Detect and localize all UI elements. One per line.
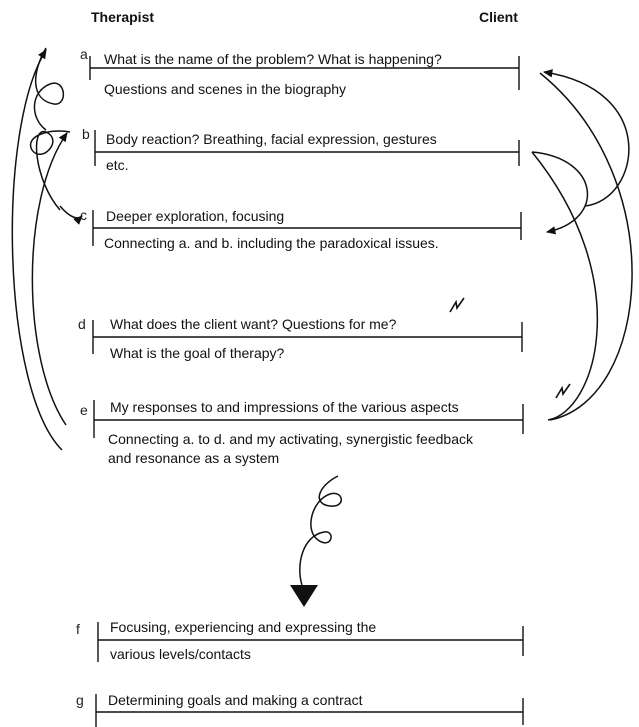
step-c-bottom: Connecting a. and b. including the parad… <box>104 235 439 251</box>
step-b-letter: b <box>82 126 90 142</box>
step-d-top: What does the client want? Questions for… <box>110 316 397 332</box>
step-d-bottom: What is the goal of therapy? <box>110 345 285 361</box>
left-loop-top <box>33 47 64 131</box>
step-b-top: Body reaction? Breathing, facial express… <box>106 131 437 147</box>
connector-a <box>89 56 520 90</box>
left-loop-second <box>29 130 71 211</box>
connector-d <box>92 320 523 354</box>
step-b-bottom: etc. <box>106 157 129 173</box>
connector-c <box>92 210 522 246</box>
connector-b <box>94 130 520 166</box>
header-therapist: Therapist <box>91 9 155 25</box>
step-f-bottom: various levels/contacts <box>110 646 251 662</box>
step-a-letter: a <box>80 46 88 62</box>
step-f-letter: f <box>76 621 80 637</box>
center-spiral-arrow <box>299 475 342 586</box>
step-d-letter: d <box>78 316 86 332</box>
lightning-icon-d <box>449 297 465 313</box>
lightning-icon-e <box>555 383 571 399</box>
step-a-bottom: Questions and scenes in the biography <box>104 81 347 97</box>
step-c-top: Deeper exploration, focusing <box>106 208 285 224</box>
step-g-top: Determining goals and making a contract <box>108 692 363 708</box>
right-arrow-to-c <box>531 151 589 235</box>
right-arrow-e-to-b <box>531 151 599 421</box>
step-f-top: Focusing, experiencing and expressing th… <box>110 619 377 635</box>
header-client: Client <box>479 9 518 25</box>
step-g-letter: g <box>76 692 84 708</box>
center-arrowhead <box>290 585 318 607</box>
step-e-top: My responses to and impressions of the v… <box>110 399 459 415</box>
step-a-top: What is the name of the problem? What is… <box>104 51 442 67</box>
right-arrow-to-a <box>542 69 630 207</box>
step-c-letter: c <box>80 207 87 223</box>
step-e-letter: e <box>80 402 88 418</box>
connector-f <box>97 622 524 662</box>
connector-e <box>93 400 524 438</box>
right-arrow-e-to-a <box>539 72 633 421</box>
step-e-bottom: Connecting a. to d. and my activating, s… <box>108 431 473 447</box>
connector-g <box>95 694 524 727</box>
left-long-arrow <box>11 49 63 451</box>
left-arrow-to-c <box>59 205 83 225</box>
step-e-bottom-line2: and resonance as a system <box>108 450 280 466</box>
left-mid-arrow <box>31 132 68 426</box>
